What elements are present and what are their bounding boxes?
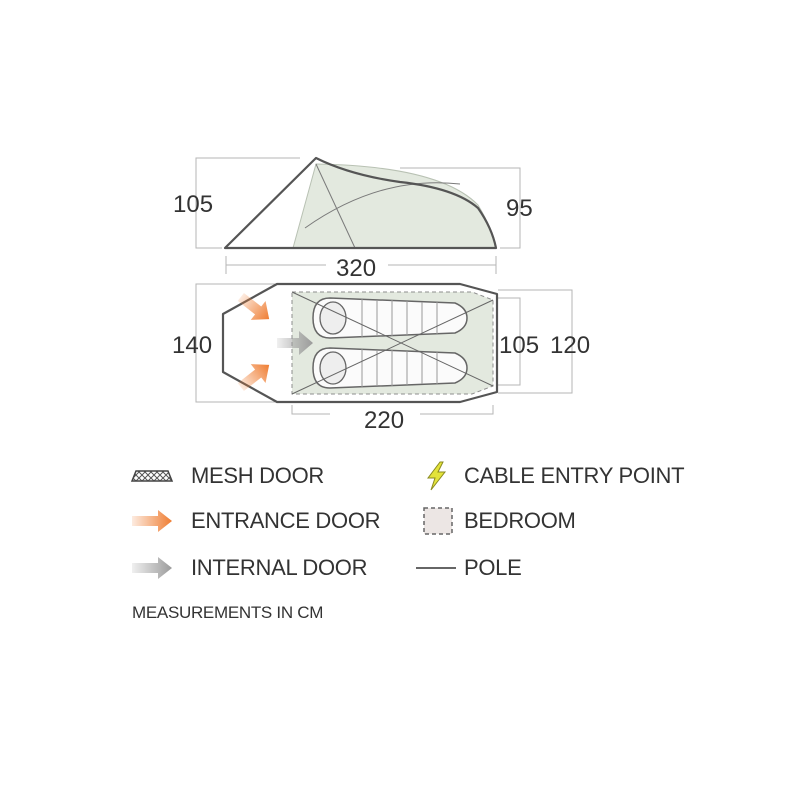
dim-side-rear-height: 95 [506, 195, 533, 222]
floor-outline [221, 282, 499, 404]
side-elevation: 105 95 [173, 156, 533, 250]
floor-plan: 140 105 120 220 [172, 282, 590, 434]
legend-entrance-door-label: ENTRANCE DOOR [191, 508, 381, 533]
length-dimension: 320 [225, 255, 497, 282]
side-outline [223, 156, 498, 250]
sleeping-bag-1 [312, 297, 468, 339]
legend-pole-label: POLE [464, 555, 522, 580]
legend-bedroom: BEDROOM [420, 506, 576, 536]
floor-poles [291, 291, 494, 395]
lightning-bolt-icon [427, 461, 447, 491]
side-inner-fill [292, 163, 497, 249]
legend-mesh-door-label: MESH DOOR [191, 463, 324, 488]
legend-internal-door-label: INTERNAL DOOR [191, 555, 368, 580]
pole-line-icon [416, 567, 456, 569]
internal-arrow-icon [132, 557, 172, 579]
side-guides [195, 157, 521, 249]
entrance-door-arrow-bottom [237, 364, 270, 392]
bedroom-icon [423, 507, 453, 535]
legend-entrance-door: ENTRANCE DOOR [130, 506, 381, 536]
plan-guides [195, 283, 573, 415]
legend-bedroom-label: BEDROOM [464, 508, 576, 533]
legend-cable-entry-label: CABLE ENTRY POINT [464, 463, 685, 488]
dim-rear-width: 120 [550, 332, 590, 359]
dim-total-width: 140 [172, 332, 212, 359]
legend-cable-entry: CABLE ENTRY POINT [420, 461, 685, 491]
dim-inner-rear-width: 105 [499, 332, 539, 359]
dim-inner-length: 220 [364, 407, 404, 434]
entrance-door-arrow-top [237, 292, 270, 320]
legend-mesh-door: MESH DOOR [130, 461, 324, 491]
sleeping-bag-2 [312, 347, 468, 389]
measurements-note: MEASUREMENTS IN CM [132, 603, 324, 622]
dim-side-peak-height: 105 [173, 191, 213, 218]
internal-door-arrow [277, 331, 313, 355]
mesh-door-icon [130, 470, 174, 482]
legend-pole: POLE [416, 553, 522, 583]
entrance-arrow-icon [132, 510, 172, 532]
legend-internal-door: INTERNAL DOOR [130, 553, 368, 583]
side-inner-poles [304, 163, 461, 249]
dim-total-length: 320 [336, 255, 376, 282]
